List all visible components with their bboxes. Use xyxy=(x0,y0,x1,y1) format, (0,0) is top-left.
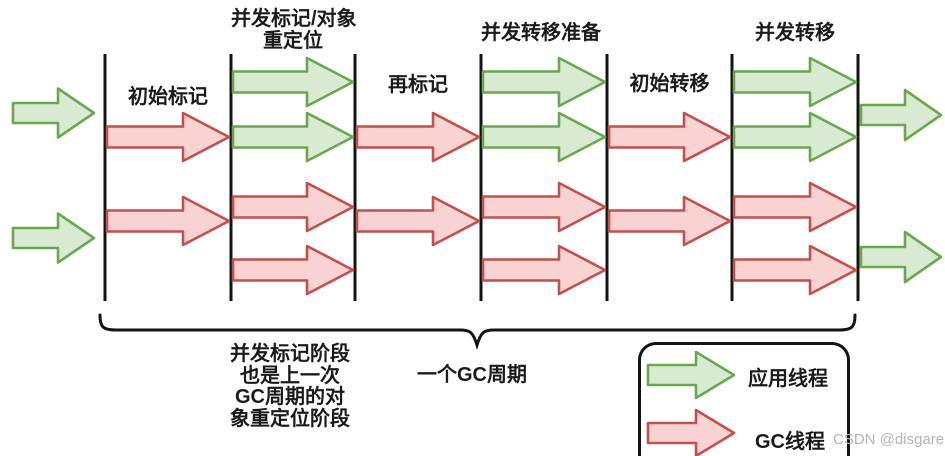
gc-cycle-brace xyxy=(98,313,857,351)
gc-thread-arrow xyxy=(231,244,355,296)
gc-thread-arrow xyxy=(607,195,732,247)
app-thread-arrow xyxy=(231,111,355,163)
outgoing-app-thread-arrow xyxy=(859,88,943,142)
phase-label-initial-relocate: 初始转移 xyxy=(629,73,710,95)
concurrent-mark-phase-note: 并发标记阶段 也是上一次 GC周期的对 象重定位阶段 xyxy=(225,343,355,430)
gc-thread-arrow xyxy=(355,195,481,247)
phase-label-concurrent-relocate: 并发转移 xyxy=(755,22,835,44)
app-thread-arrow xyxy=(231,56,355,108)
gc-thread-arrow xyxy=(481,181,607,233)
gc-thread-arrow xyxy=(355,111,481,163)
legend-gc-thread-label: GC线程 xyxy=(755,431,825,453)
outgoing-app-thread-arrow xyxy=(859,230,943,284)
phase-label-concurrent-mark-relocation: 并发标记/对象 重定位 xyxy=(231,8,357,52)
legend-app-thread-label: 应用线程 xyxy=(748,368,828,390)
incoming-app-thread-arrow xyxy=(11,212,96,264)
gc-thread-arrow xyxy=(732,244,858,296)
app-thread-arrow xyxy=(481,56,607,108)
gc-thread-arrow xyxy=(732,181,858,233)
phase-label-line: 并发标记/对象 xyxy=(231,8,357,30)
gc-thread-arrow xyxy=(607,111,732,163)
phase-label-initial-mark: 初始标记 xyxy=(128,86,208,108)
gc-cycle-label: 一个GC周期 xyxy=(417,364,527,386)
incoming-app-thread-arrow xyxy=(11,87,96,139)
note-line: 也是上一次 xyxy=(240,364,340,387)
gc-thread-arrow xyxy=(105,195,231,247)
gc-thread-arrow xyxy=(481,244,607,296)
gc-thread-arrow xyxy=(105,111,231,163)
watermark: CSDN @disgare xyxy=(833,431,945,448)
phase-label-concurrent-relocate-prepare: 并发转移准备 xyxy=(481,22,601,44)
gc-thread-arrow xyxy=(231,181,355,233)
note-line: GC周期的对 xyxy=(235,386,345,408)
app-thread-arrow xyxy=(732,111,858,163)
note-line: 象重定位阶段 xyxy=(230,407,350,430)
phase-label-remark: 再标记 xyxy=(388,74,448,96)
note-line: 并发标记阶段 xyxy=(230,343,350,365)
legend-box xyxy=(638,342,850,456)
app-thread-arrow xyxy=(732,56,858,108)
legend-gc-thread-arrow xyxy=(646,408,736,456)
legend-app-thread-arrow xyxy=(646,350,736,400)
app-thread-arrow xyxy=(481,111,607,163)
phase-label-line: 重定位 xyxy=(263,30,323,52)
